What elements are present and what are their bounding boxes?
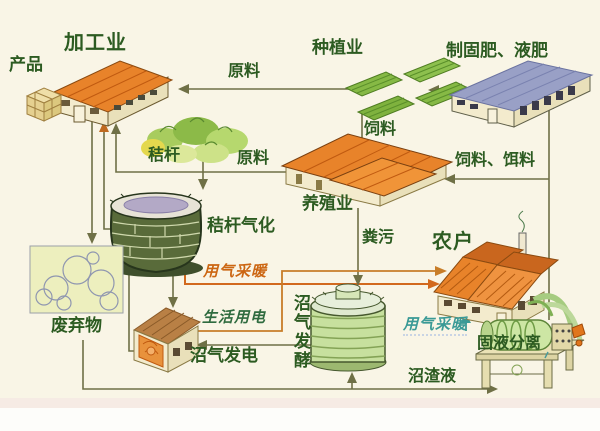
product-box-illustration bbox=[25, 87, 63, 122]
fertilizer-plant-illustration bbox=[448, 60, 594, 128]
label-product: 产品 bbox=[9, 55, 43, 75]
arrow-electricity bbox=[435, 266, 447, 276]
arrow-power-to-factory bbox=[99, 121, 109, 132]
arrow-straw bbox=[198, 179, 208, 190]
label-household-electricity: 生活用电 bbox=[202, 308, 267, 326]
label-gas-heating-right: 用气采暖 bbox=[403, 316, 468, 336]
bottom-pink-strip bbox=[0, 398, 600, 408]
fields-illustration bbox=[344, 57, 474, 121]
arrow-raw-mid bbox=[111, 123, 121, 134]
label-solid-liquid-separation: 固液分离 bbox=[477, 333, 542, 352]
label-raw-material-mid: 原料 bbox=[237, 148, 270, 167]
label-manure: 粪污 bbox=[362, 227, 395, 246]
label-straw: 秸杆 bbox=[148, 145, 181, 164]
label-fertilizer-plant: 制固肥、液肥 bbox=[446, 41, 548, 61]
power-house-illustration bbox=[132, 307, 202, 373]
factory-illustration bbox=[52, 60, 174, 127]
label-straw-gasification: 秸杆气化 bbox=[207, 216, 275, 236]
waste-box-illustration bbox=[29, 245, 124, 314]
arrow-into-ferm-bottom bbox=[347, 372, 357, 383]
label-biogas-fermentation: 沼气发酵 bbox=[289, 294, 310, 370]
gasification-tank-illustration bbox=[109, 192, 203, 277]
label-biogas-power: 沼气发电 bbox=[190, 346, 258, 366]
arrow-feed-bait bbox=[444, 174, 455, 184]
label-farmer: 农户 bbox=[432, 229, 474, 253]
fermentation-tank-illustration bbox=[309, 283, 387, 372]
label-waste: 废弃物 bbox=[51, 316, 102, 336]
flow-household-electricity bbox=[197, 270, 437, 332]
arrow-gas-left bbox=[428, 279, 440, 289]
label-planting-industry: 种植业 bbox=[312, 38, 363, 58]
straw-pile-illustration bbox=[141, 117, 248, 163]
flow-waste-bottom bbox=[82, 340, 490, 390]
arrow-to-waste bbox=[87, 233, 97, 244]
breeding-farm-illustration bbox=[280, 133, 454, 207]
farmer-house-illustration bbox=[433, 210, 560, 329]
arrow-raw-top bbox=[178, 84, 189, 94]
arrow-ferm-to-power bbox=[196, 340, 207, 350]
label-residue-slurry: 沼渣液 bbox=[408, 366, 457, 385]
label-processing-industry: 加工业 bbox=[64, 30, 127, 54]
separator-machine-illustration bbox=[475, 293, 586, 389]
label-breeding-industry: 养殖业 bbox=[302, 194, 353, 214]
label-feed-bait: 饲料、饵料 bbox=[455, 150, 536, 169]
label-gas-heating-left: 用气采暖 bbox=[203, 262, 268, 280]
label-raw-material-top: 原料 bbox=[228, 61, 261, 80]
flow-breeding-to-factory bbox=[115, 132, 290, 173]
arrow-to-power bbox=[168, 297, 178, 308]
arrow-manure bbox=[353, 275, 363, 286]
bottom-white-strip bbox=[0, 408, 600, 431]
label-feed-down: 饲料 bbox=[364, 119, 397, 138]
